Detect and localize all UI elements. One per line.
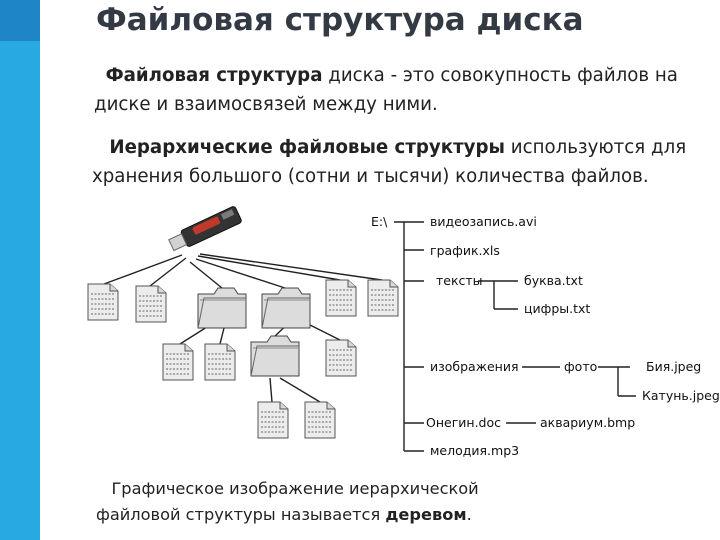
document-icon <box>325 339 357 377</box>
side-band <box>0 41 40 540</box>
folder-icon <box>250 335 300 377</box>
document-icon <box>304 401 336 439</box>
node-onegin: Онегин.doc <box>426 415 501 430</box>
document-icon <box>135 285 167 323</box>
side-band-top <box>0 0 40 41</box>
tree-caption: Графическое изображение иерархической фа… <box>96 479 479 524</box>
text-tree-lines <box>394 221 636 452</box>
term-hierarchical: Иерархические файловые структуры <box>109 137 505 158</box>
node-letter: буква.txt <box>524 273 583 288</box>
document-icon <box>257 401 289 439</box>
node-images: изображения <box>430 359 519 374</box>
document-icon <box>204 343 236 381</box>
term-tree: деревом <box>385 505 467 524</box>
node-aquarium: аквариум.bmp <box>540 415 635 430</box>
definition-paragraph: Файловая структура диска - это совокупно… <box>94 65 678 115</box>
node-texts: тексты <box>436 273 483 288</box>
node-digits: цифры.txt <box>524 301 590 316</box>
node-video: видеозапись.avi <box>430 214 537 229</box>
node-biya: Бия.jpeg <box>646 359 701 374</box>
document-icon <box>325 279 357 317</box>
node-katun: Катунь.jpeg <box>642 388 720 403</box>
node-melody: мелодия.mp3 <box>430 443 519 458</box>
usb-drive-icon <box>168 206 242 252</box>
side-band-gap <box>40 0 80 540</box>
node-photo: фото <box>564 359 597 374</box>
page-title: Файловая структура диска <box>96 2 584 38</box>
term-file-structure: Файловая структура <box>105 65 323 86</box>
document-icon <box>162 343 194 381</box>
node-root: E:\ <box>371 214 388 229</box>
hierarchy-paragraph: Иерархические файловые структуры использ… <box>92 137 687 187</box>
folder-icon <box>197 287 247 329</box>
folder-icon <box>261 287 311 329</box>
document-icon <box>367 279 399 317</box>
document-icon <box>87 283 119 321</box>
node-graph: график.xls <box>430 243 500 258</box>
